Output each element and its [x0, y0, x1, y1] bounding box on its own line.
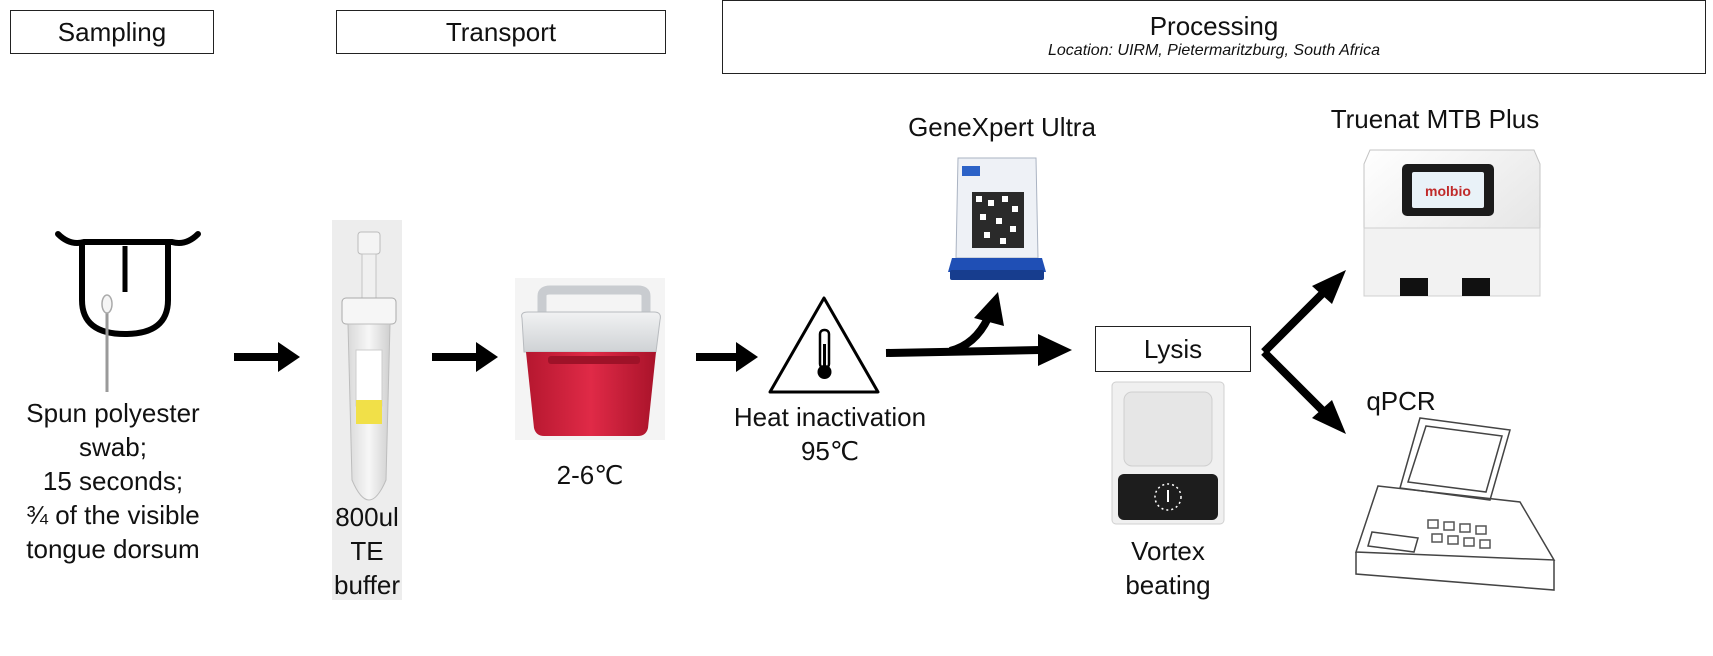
truenat-text: Truenat MTB Plus [1330, 104, 1540, 134]
buffer-line-3: buffer [333, 570, 400, 600]
arrow-lysis-to-truenat [1261, 287, 1329, 355]
sampling-header-text: Sampling [57, 17, 167, 47]
swab-description: Spun polyester swab; 15 seconds; ¾ of th… [10, 396, 216, 566]
genexpert-label: GeneXpert Ultra [892, 110, 1112, 144]
flow-arrows [234, 270, 1346, 434]
arrow-heat-to-genexpert [948, 316, 992, 355]
vortex-line-1: Vortex [1131, 536, 1205, 566]
sampling-header: Sampling [10, 10, 214, 54]
cooler-temp-text: 2-6℃ [556, 460, 624, 490]
svg-text:molbio: molbio [1425, 183, 1471, 199]
arrow-lysis-to-qpcr [1261, 349, 1329, 417]
buffer-line-1: 800ul [335, 502, 399, 532]
qpcr-machine-icon [1354, 417, 1556, 591]
vortex-machine-icon [1111, 381, 1225, 525]
truenat-machine-icon: molbio [1363, 149, 1541, 297]
processing-header: Processing Location: UIRM, Pietermaritzb… [722, 0, 1706, 74]
swab-line-2: swab; [79, 432, 147, 462]
heat-warning-icon [768, 296, 880, 394]
tongue-icon [55, 231, 201, 338]
qpcr-label: qPCR [1356, 384, 1446, 418]
lysis-text: Lysis [1143, 334, 1203, 364]
transport-header-text: Transport [445, 17, 557, 47]
buffer-description: 800ul TE buffer [317, 500, 417, 602]
processing-header-text: Processing [1149, 11, 1279, 41]
heat-line-2: 95℃ [800, 436, 860, 466]
swab-line-5: tongue dorsum [26, 534, 200, 564]
genexpert-cartridge-icon [948, 157, 1046, 280]
heat-line-1: Heat inactivation [733, 402, 927, 432]
cooler-icon [515, 278, 665, 440]
swab-icon [101, 294, 113, 392]
vortex-line-2: beating [1125, 570, 1211, 600]
truenat-label: Truenat MTB Plus [1320, 102, 1550, 136]
swab-line-3: 15 seconds; [42, 466, 184, 496]
genexpert-text: GeneXpert Ultra [908, 112, 1096, 142]
lysis-box: Lysis [1095, 326, 1251, 372]
buffer-line-2: TE [350, 536, 384, 566]
processing-location-text: Location: UIRM, Pietermaritzburg, South … [1048, 42, 1380, 59]
cooler-temperature: 2-6℃ [530, 458, 650, 492]
transport-header: Transport [336, 10, 666, 54]
qpcr-text: qPCR [1366, 386, 1436, 416]
arrow-heat-to-lysis [885, 346, 1041, 357]
swab-line-1: Spun polyester [26, 398, 200, 428]
heat-inactivation-label: Heat inactivation 95℃ [724, 400, 936, 468]
te-buffer-tube-icon [332, 220, 402, 600]
vortex-label: Vortex beating [1118, 534, 1218, 602]
swab-line-4: ¾ of the visible [26, 500, 200, 530]
